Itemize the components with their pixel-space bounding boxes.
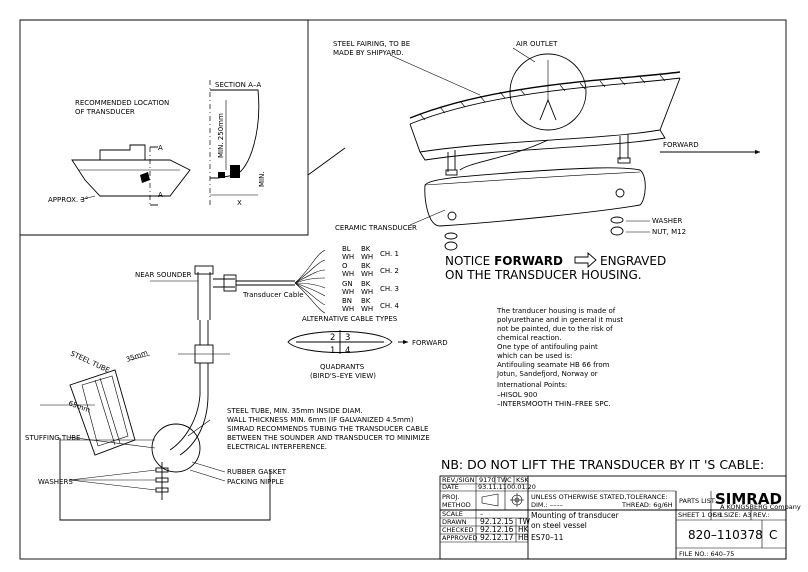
proj-method-label: PROJ. METHOD: [442, 493, 471, 509]
sheet-label: SHEET 1 OF 1: [678, 511, 723, 519]
dim-min-label: MIN.: [258, 171, 266, 187]
recommended-location-label: RECOMMENDED LOCATION OF TRANSDUCER: [75, 99, 171, 116]
engraved-label: ENGRAVED: [600, 254, 666, 268]
washers-label: WASHERS: [38, 478, 73, 486]
quadrant-diagram: 2 3 1 4: [287, 330, 408, 356]
steel-tube-note: STEEL TUBE, MIN. 35mm INSIDE DIAM. WALL …: [227, 407, 432, 451]
forward-arrow-icon: [574, 252, 597, 268]
company-logo: SIMRAD: [715, 490, 782, 508]
sheet-size-label: SH.SIZE: A3: [713, 511, 751, 519]
quadrant-2: 2: [330, 333, 335, 343]
date-value-2: 00.01.20: [507, 483, 536, 491]
dim-x-label: X: [237, 199, 242, 207]
scale-value: –: [480, 510, 483, 518]
channel-3-label: CH. 3: [380, 285, 399, 293]
scale-label: SCALE: [442, 510, 463, 518]
date-label: DATE: [442, 483, 459, 491]
steel-tube-detail: [40, 354, 271, 521]
inset-section-view: [20, 19, 346, 236]
alt-cable-types-label: ALTERNATIVE CABLE TYPES: [302, 315, 398, 323]
tolerance-label: UNLESS OTHERWISE STATED,TOLERANCE:: [531, 493, 668, 501]
page-border: [19, 19, 787, 560]
fairing-assembly: [389, 47, 760, 251]
rev-sign-value-1: 9170: [479, 476, 496, 484]
nut-label: NUT, M12: [652, 228, 686, 236]
checked-label: CHECKED: [442, 526, 473, 534]
date-value-1: 93.11.11: [478, 483, 507, 491]
washer-label: WASHER: [652, 217, 682, 225]
approved-label: APPROVED: [442, 534, 477, 542]
checked-by: HK: [518, 525, 530, 534]
drawing-title: Mounting of transducer on steel vessel: [531, 511, 621, 530]
quadrant-3: 3: [345, 333, 350, 343]
drawn-label: DRAWN: [442, 518, 467, 526]
channel-2-label: CH. 2: [380, 267, 399, 275]
channel-1-label: CH. 1: [380, 250, 399, 258]
stuffing-tube-label: STUFFING TUBE: [25, 434, 80, 442]
channel-4-label: CH. 4: [380, 302, 399, 310]
steel-fairing-label: STEEL FAIRING, TO BE MADE BY SHIPYARD.: [333, 40, 412, 57]
section-label: SECTION A–A: [215, 81, 261, 89]
drawing-number: 820–110378: [688, 528, 763, 542]
section-marker-top: A: [158, 144, 163, 152]
parts-list-label: PARTS LIST:: [679, 497, 716, 505]
rubber-gasket-label: RUBBER GASKET PACKING NIPPLE: [227, 468, 288, 486]
file-number: FILE NO.: 640–75: [679, 550, 734, 558]
dim-250-label: MIN. 250mm: [217, 113, 225, 158]
notice-label: NOTICE FORWARD: [445, 254, 563, 268]
drawn-date: 92.12.15: [480, 517, 514, 526]
quadrant-4: 4: [345, 346, 350, 356]
rev-sign-label: REV./SIGN: [442, 476, 475, 484]
approved-by: HB: [518, 533, 529, 542]
steel-tube-label: STEEL TUBE: [69, 350, 111, 375]
notice-line2: ON THE TRANSDUCER HOUSING.: [445, 268, 642, 282]
company-subtitle: A KONGSBERG Company: [720, 503, 801, 511]
quadrant-forward-label: FORWARD: [412, 339, 448, 347]
quadrants-label: QUADRANTS (BIRD'S–EYE VIEW): [310, 363, 376, 380]
housing-note: The tranducer housing is made of polyure…: [496, 307, 625, 378]
forward-label: FORWARD: [663, 141, 699, 149]
dim-value: DIM.: ––––: [531, 501, 563, 509]
section-marker-bottom: A: [158, 191, 163, 199]
near-sounder-label: NEAR SOUNDER: [135, 271, 192, 279]
drawn-by: TW: [517, 517, 531, 526]
rev-sign-value-3: C: [507, 476, 512, 484]
international-points-note: International Points: –HISOL 900 –INTERS…: [497, 381, 611, 408]
approx-angle-label: APPROX. 3°: [48, 196, 88, 204]
projection-method-icon: [481, 493, 524, 507]
rev-sign-value-2: TW: [496, 476, 508, 484]
rev-label: REV.:: [753, 511, 770, 519]
revision-letter: C: [769, 528, 777, 542]
cable-assembly: [150, 249, 326, 456]
approved-date: 92.12.17: [480, 533, 514, 542]
rev-sign-value-4: KSK: [516, 476, 529, 484]
product-code: ES70–11: [531, 533, 564, 542]
transducer-cable-label: Transducer Cable: [242, 291, 304, 299]
title-block: [439, 475, 787, 560]
quadrant-1: 1: [330, 346, 335, 356]
thread-value: THREAD: 6g/6H: [621, 501, 673, 509]
ceramic-transducer-label: CERAMIC TRANSDUCER: [335, 224, 417, 232]
checked-date: 92.12.16: [480, 525, 514, 534]
dim-35-label: 35mm: [125, 349, 149, 364]
air-outlet-label: AIR OUTLET: [516, 40, 558, 48]
nb-warning: NB: DO NOT LIFT THE TRANSDUCER BY IT 'S …: [441, 457, 764, 472]
